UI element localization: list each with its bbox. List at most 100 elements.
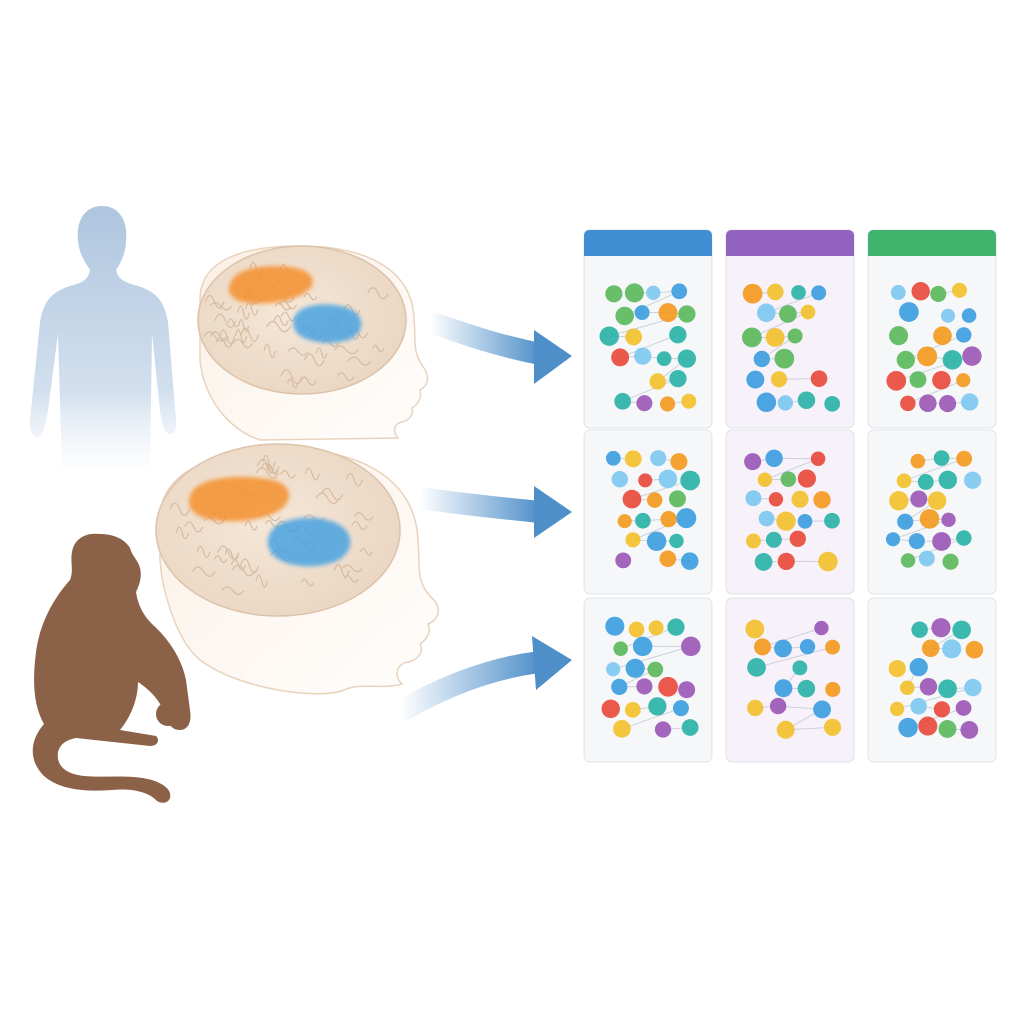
network-edge — [624, 290, 680, 317]
network-nodes — [885, 450, 982, 570]
network-node — [896, 473, 912, 489]
brain-fold — [203, 331, 227, 342]
network-node — [797, 391, 816, 409]
network-node — [900, 553, 916, 568]
panel-header — [726, 230, 854, 256]
network-node — [889, 326, 909, 346]
network-node — [956, 450, 973, 467]
network-node — [824, 395, 841, 412]
network-node — [780, 471, 797, 487]
network-node — [823, 718, 842, 736]
network-node — [746, 370, 765, 389]
brain-fold — [184, 521, 204, 533]
network-node — [824, 512, 840, 529]
blue-activation-region — [267, 517, 351, 567]
network-node — [774, 639, 792, 658]
network-node — [747, 658, 766, 677]
brain-fold — [255, 467, 280, 479]
network-edge — [903, 458, 965, 482]
panel-background — [725, 429, 855, 595]
network-node — [744, 453, 762, 471]
network-node — [624, 283, 644, 303]
brain-fold — [214, 555, 228, 564]
brain-fold — [191, 566, 216, 577]
panel-column-3-row-2 — [867, 429, 997, 595]
network-node — [615, 306, 634, 326]
brain-fold — [215, 337, 234, 348]
network-node — [813, 491, 831, 509]
network-node — [810, 451, 826, 466]
network-node — [908, 533, 925, 550]
panel-column-1-row-2 — [583, 429, 713, 595]
network-node — [636, 678, 653, 695]
network-node — [669, 533, 684, 549]
panel-background — [583, 429, 713, 595]
network-edge — [751, 311, 809, 338]
network-node — [910, 490, 928, 508]
network-node — [888, 660, 906, 678]
network-node — [678, 681, 696, 699]
brain-fold — [286, 378, 299, 389]
network-node — [625, 532, 641, 548]
network-node — [757, 472, 773, 488]
human-silhouette-icon — [29, 206, 177, 470]
network-node — [952, 620, 971, 640]
network-edge — [756, 646, 833, 668]
network-node — [632, 636, 653, 657]
network-node — [910, 698, 927, 715]
brain-fold — [280, 369, 304, 384]
network-node — [777, 552, 795, 570]
network-node — [622, 489, 642, 509]
network-node — [601, 699, 620, 719]
network-node — [919, 509, 940, 529]
brain-fold — [169, 502, 190, 517]
brain-fold — [240, 327, 260, 343]
network-edge — [896, 687, 974, 710]
network-node — [964, 678, 982, 697]
network-node — [634, 347, 652, 365]
network-nodes — [744, 449, 840, 572]
network-node — [628, 621, 645, 638]
brain-fold — [237, 305, 250, 320]
network-node — [956, 373, 971, 388]
network-node — [606, 662, 621, 677]
network-node — [677, 349, 697, 368]
network-node — [919, 678, 938, 696]
network-node — [965, 640, 984, 659]
network-node — [900, 680, 915, 696]
brain-fold — [230, 559, 247, 571]
network-node — [611, 348, 630, 367]
brain-fold — [266, 320, 291, 333]
network-node — [911, 621, 928, 638]
network-node — [889, 701, 905, 717]
network-node — [960, 721, 979, 739]
network-node — [774, 679, 793, 698]
network-node — [635, 512, 651, 529]
network-node — [745, 619, 765, 639]
network-edge — [621, 707, 682, 730]
orange-activation-region — [188, 476, 290, 522]
network-edge — [907, 537, 965, 561]
network-node — [930, 285, 947, 302]
network-node — [927, 491, 947, 510]
network-node — [680, 470, 701, 491]
network-edge — [764, 458, 819, 481]
network-node — [931, 618, 951, 638]
brain-fold — [239, 558, 260, 574]
network-node — [625, 658, 645, 678]
network-node — [918, 550, 935, 567]
brain-fold — [334, 563, 350, 578]
network-node — [897, 513, 914, 530]
network-node — [753, 638, 772, 656]
network-node — [765, 328, 785, 347]
network-node — [938, 679, 957, 699]
blue-activation-region — [293, 304, 362, 343]
network-node — [757, 303, 776, 323]
brain-fold — [245, 302, 259, 316]
brain-fold — [227, 318, 240, 328]
network-node — [624, 450, 642, 468]
brain-fold — [371, 344, 385, 353]
brain-fold — [237, 319, 250, 333]
network-node — [769, 697, 787, 715]
